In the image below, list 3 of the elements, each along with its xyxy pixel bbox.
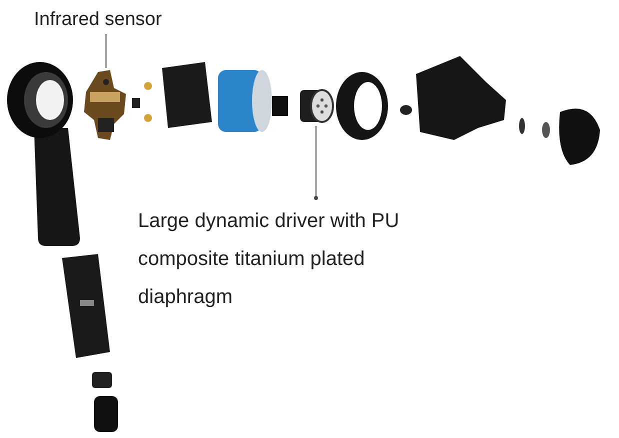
callout-label: Infrared sensor [34,6,194,34]
leader-line [314,126,318,200]
callout-label: Large dynamic driver with PU composite titanium plated diaphragm [138,202,438,316]
